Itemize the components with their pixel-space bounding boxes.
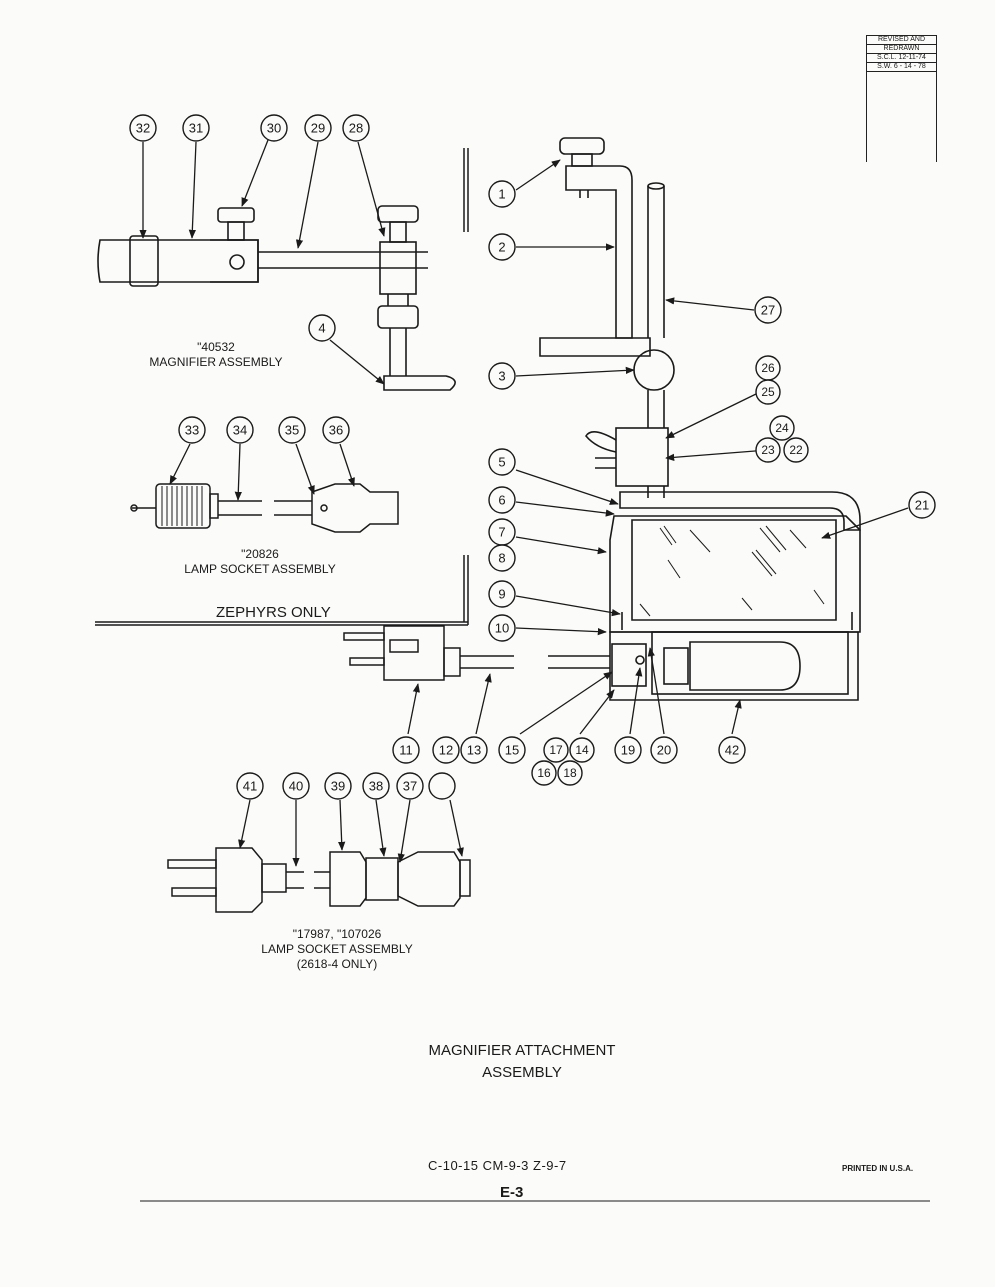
- magnifier-assembly-drawing: [97, 205, 456, 391]
- callout-label: 31: [189, 121, 203, 136]
- callout-label: 39: [331, 779, 345, 794]
- callout-label: 38: [369, 779, 383, 794]
- plug-drawing: [343, 625, 514, 681]
- callout-label: 9: [498, 587, 505, 602]
- magnifier-assembly-caption: "40532 MAGNIFIER ASSEMBLY: [138, 340, 294, 370]
- page-title-line1: MAGNIFIER ATTACHMENT: [428, 1042, 616, 1059]
- callout-label: 27: [761, 303, 775, 318]
- callout-label: 23: [761, 443, 775, 457]
- callout-circles: [129, 114, 936, 800]
- callout-label: 34: [233, 423, 247, 438]
- callout-label: 5: [498, 455, 505, 470]
- leader-arrows: [139, 139, 909, 867]
- zephyrs-only-label: ZEPHYRS ONLY: [216, 604, 331, 621]
- lamp-socket-zephyr-drawing: [130, 483, 399, 533]
- callout-label: 17: [549, 743, 563, 757]
- callout-label: 12: [439, 743, 453, 758]
- lamp-socket-zephyr-label: LAMP SOCKET ASSEMBLY: [184, 562, 336, 576]
- callout-label: 37: [403, 779, 417, 794]
- magnifier-assembly-number: "40532: [197, 340, 235, 354]
- callout-label: 33: [185, 423, 199, 438]
- lamp-socket-zephyr-caption: "20826 LAMP SOCKET ASSEMBLY: [160, 547, 360, 577]
- document-codes: C-10-15 CM-9-3 Z-9-7: [428, 1158, 567, 1173]
- callout-label: 20: [657, 743, 671, 758]
- revision-block: REVISED AND REDRAWN S.C.L. 12-11-74 S.W.…: [866, 35, 937, 162]
- callout-label: 15: [505, 743, 519, 758]
- callout-label: 36: [329, 423, 343, 438]
- page-number: E-3: [500, 1184, 524, 1201]
- callout-label: 24: [775, 421, 789, 435]
- callout-label: 13: [467, 743, 481, 758]
- callout-label: 40: [289, 779, 303, 794]
- callout-label: 32: [136, 121, 150, 136]
- callout-label: 11: [399, 743, 413, 758]
- callout-label: 3: [498, 369, 505, 384]
- magnifier-assembly-label: MAGNIFIER ASSEMBLY: [149, 355, 283, 369]
- callout-label: 16: [537, 766, 551, 780]
- page-title: MAGNIFIER ATTACHMENT ASSEMBLY: [372, 1040, 672, 1084]
- revision-line: REDRAWN: [867, 45, 936, 54]
- callout-label: 42: [725, 743, 739, 758]
- lamp-socket-zephyr-number: "20826: [241, 547, 279, 561]
- callout-label: 26: [761, 361, 775, 375]
- callout-label: 41: [243, 779, 257, 794]
- callout-label: 8: [498, 551, 505, 566]
- callout-label: 10: [495, 621, 509, 636]
- callout-label: 28: [349, 121, 363, 136]
- callout-label: 30: [267, 121, 281, 136]
- revision-line: REVISED AND: [867, 36, 936, 45]
- page-title-line2: ASSEMBLY: [482, 1064, 562, 1081]
- revision-line: S.C.L. 12-11-74: [867, 54, 936, 63]
- revision-line: S.W. 6 - 14 - 78: [867, 63, 936, 72]
- callout-label: 1: [498, 187, 505, 202]
- callout-label: 14: [575, 743, 589, 757]
- main-assembly-drawing: [539, 137, 861, 701]
- callout-label: 22: [789, 443, 803, 457]
- callout-label: 19: [621, 743, 635, 758]
- callout-label: 7: [498, 525, 505, 540]
- callout-label: 35: [285, 423, 299, 438]
- callout-label: 21: [915, 498, 929, 513]
- callout-label: 6: [498, 493, 505, 508]
- printed-in-usa: PRINTED IN U.S.A.: [842, 1164, 914, 1173]
- lamp-socket-2618-drawing: [167, 847, 471, 913]
- knurl-lines: [161, 486, 203, 526]
- callout-label: 18: [563, 766, 577, 780]
- callout-label: 4: [318, 321, 325, 336]
- section-dividers: [95, 148, 930, 1202]
- lamp-socket-2618-caption: "17987, "107026 LAMP SOCKET ASSEMBLY (26…: [232, 927, 442, 972]
- glass-hatching: [639, 525, 825, 617]
- callout-label: 2: [498, 240, 505, 255]
- lamp-socket-2618-number: "17987, "107026: [292, 927, 382, 941]
- callout-label: 25: [761, 385, 775, 399]
- callout-label: 29: [311, 121, 325, 136]
- lamp-socket-2618-label: LAMP SOCKET ASSEMBLY: [261, 942, 413, 956]
- lamp-socket-2618-note: (2618-4 ONLY): [296, 957, 378, 971]
